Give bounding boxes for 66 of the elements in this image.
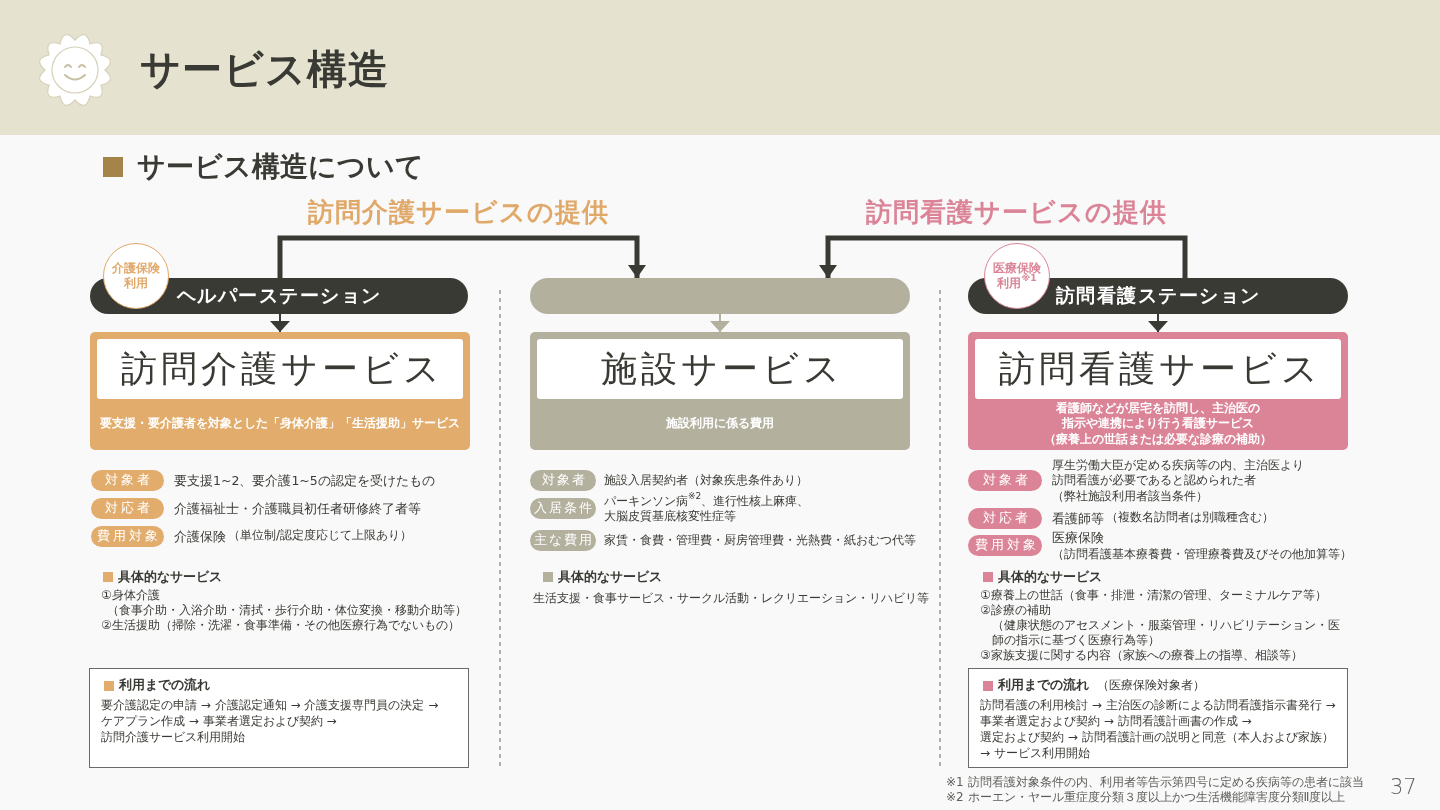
description-text: 介護福祉士・介護職員初任者研修終了者等 (174, 500, 421, 516)
flow-text: 訪問看護の利用検討 → 主治医の診断による訪問看護指示書発行 → 事業者選定および契約 → 訪問看護計画書の作成 → 選定および契約 → 訪問看護計画の説明と同意（本人および家族） → サービス利用開始 (980, 697, 1337, 761)
title-box: 訪問介護サービス (97, 339, 463, 399)
note-text: （食事介助・入浴介助・清拭・歩行介助・体位変換・移動介助等） (107, 603, 467, 618)
note-text: （健康状態のアセスメント・服薬管理・リハビリテーション・医師の指示に基づく医療行為等） (992, 618, 1341, 648)
subheading: 具体的なサービス (118, 568, 222, 585)
caption-text: 看護師などが居宅を訪問し、主治医の指示や連携により行う看護サービス (1055, 401, 1261, 431)
subheading: 具体的なサービス (558, 568, 662, 585)
tag-pill: 費用対象 (91, 526, 164, 547)
subheading: 具体的なサービス (998, 568, 1102, 585)
badge: 医療保険利用$^{※1}$ (984, 243, 1050, 309)
service-panel (530, 332, 910, 450)
tag-pill: 対象者 (91, 470, 164, 491)
note-text: （掃除・洗濯・食事準備・その他医療行為でないもの） (159, 618, 460, 633)
tag-pill: 対象者 (530, 470, 596, 491)
box-heading: 利用までの流れ (998, 676, 1089, 694)
service-item: ①療養上の世話 (980, 588, 1063, 603)
pointer-arrow (1148, 313, 1168, 333)
flow-text: 要介護認定の申請 → 介護認定通知 → 介護支援専門員の決定 → ケアプラン作成 → 事業者選定および契約 → 訪問介護サービス利用開始 (101, 697, 440, 745)
note-text: （複数名訪問者は別職種含む） (1106, 509, 1274, 526)
section-heading: サービス構造について (137, 150, 424, 184)
title-box: 施設サービス (537, 339, 903, 399)
bracket-arrow (819, 235, 1188, 278)
caption-text: 要支援・要介護者を対象とした「身体介護」「生活援助」サービス (100, 416, 460, 431)
tag-pill: 対応者 (968, 508, 1042, 529)
service-panel (968, 332, 1348, 450)
bracket-arrow (277, 235, 646, 278)
tag-pill: 対象者 (968, 470, 1042, 491)
heading-bar (530, 278, 910, 314)
badge: 介護保険利用 (103, 243, 169, 309)
footnote: ※2 ホーエン・ヤール重症度分類３度以上かつ生活機能障害度分類Ⅱ度以上 (946, 790, 1346, 805)
pointer-arrow (710, 313, 730, 333)
service-panel (90, 332, 470, 450)
flow-box (968, 668, 1348, 768)
pointer-arrow (270, 313, 290, 333)
box-heading: 利用までの流れ (119, 676, 210, 694)
note-text: （訪問看護基本療養費・管理療養費及びその他加算等） (1052, 545, 1352, 562)
description-text: 医療保険 (1052, 529, 1104, 545)
flow-box (89, 668, 469, 768)
description-text: 施設入居契約者（対象疾患条件あり） (604, 473, 808, 487)
service-item: ②生活援助 (101, 618, 160, 633)
description-text: 看護師等 (1052, 510, 1104, 526)
caption-text: 施設利用に係る費用 (666, 416, 774, 431)
description-text: パーキンソン病$^{※2}$、進行性核上麻痺、大脳皮質基底核変性症等 (604, 493, 810, 523)
slide-title: サービス構造 (140, 45, 389, 94)
tag-pill: 対応者 (91, 498, 164, 519)
service-item: ①身体介護 (101, 588, 160, 603)
service-text: 生活支援・食事サービス・サークル活動・レクリエーション・リハビリ等 (533, 590, 929, 606)
edge-label: 訪問看護サービスの提供 (865, 196, 1167, 228)
note-text: （弊社施設利用者該当条件） (1052, 487, 1208, 504)
description-text: 厚生労働大臣が定める疾病等の内、主治医より訪問看護が必要であると認められた者 (1052, 457, 1304, 487)
note-text: （家族への療養上の指導、相談等） (1110, 648, 1303, 663)
description-text: 要支援1~2、要介護1~5の認定を受けたもの (174, 472, 435, 488)
tag-pill: 費用対象 (968, 535, 1042, 556)
page-number: 37 (1390, 774, 1417, 800)
note-text: （単位制/認定度応じて上限あり） (228, 527, 413, 544)
caption-text: （療養上の世話または必要な診療の補助） (1044, 432, 1272, 447)
service-item: ②診療の補助 (980, 603, 1051, 618)
description-text: 家賃・食費・管理費・厨房管理費・光熱費・紙おむつ代等 (604, 533, 916, 547)
tag-pill: 主な費用 (530, 530, 596, 551)
description-text: 介護保険 (174, 528, 226, 544)
title-box: 訪問看護サービス (975, 339, 1341, 399)
note-text: （食事・排泄・清潔の管理、ターミナルケア等） (1062, 588, 1327, 603)
tag-pill: 入居条件 (530, 498, 596, 519)
edge-label: 訪問介護サービスの提供 (307, 196, 609, 228)
note-text: （医療保険対象者） (1097, 677, 1205, 694)
